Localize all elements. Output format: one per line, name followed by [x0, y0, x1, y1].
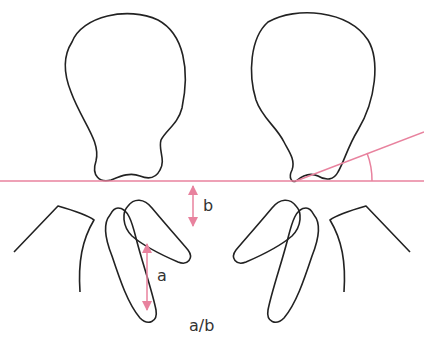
- reference-line: [0, 180, 424, 182]
- left-pubis: [124, 200, 190, 263]
- dimension-label: a: [156, 268, 168, 284]
- dimension-label: b: [202, 198, 214, 214]
- angle-line: [296, 132, 424, 181]
- right-femur: [330, 206, 410, 292]
- right-pubis: [234, 200, 300, 263]
- ratio-label: a/b: [188, 318, 215, 334]
- left-femur: [14, 206, 94, 292]
- left-ischium: [106, 208, 157, 322]
- right-ilium: [252, 13, 375, 182]
- angle-arc: [367, 153, 372, 181]
- b-arrow: [192, 186, 194, 226]
- right-ischium: [268, 208, 319, 322]
- left-ilium: [65, 14, 185, 181]
- a-arrow: [146, 244, 148, 310]
